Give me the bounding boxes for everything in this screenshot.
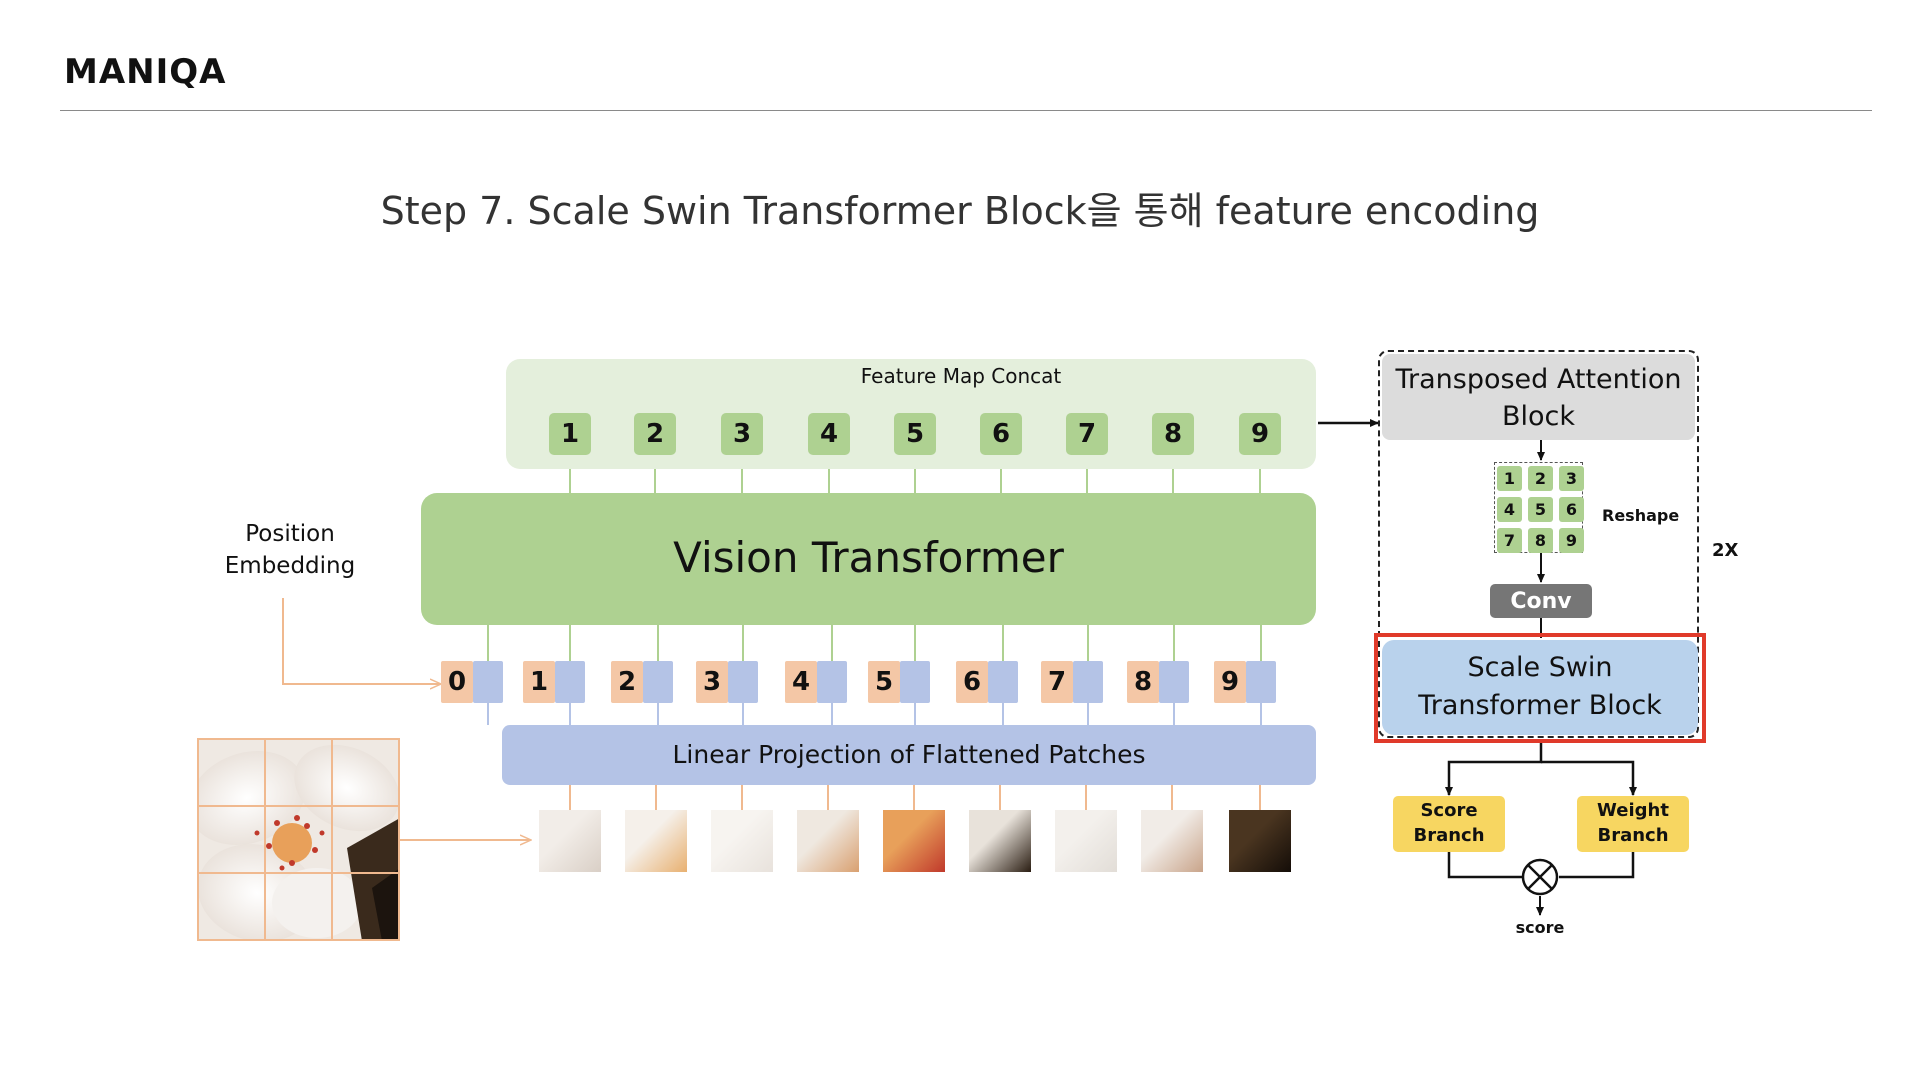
concat-token: 7 bbox=[1066, 413, 1108, 455]
reshape-grid-cell: 4 bbox=[1497, 497, 1522, 522]
patch-embedding-token bbox=[473, 661, 503, 703]
image-patch bbox=[797, 810, 859, 872]
linear-projection-label: Linear Projection of Flattened Patches bbox=[672, 740, 1146, 769]
reshape-grid-cell: 3 bbox=[1559, 466, 1584, 491]
concat-token: 4 bbox=[808, 413, 850, 455]
position-index-token: 6 bbox=[956, 661, 988, 703]
concat-token: 8 bbox=[1152, 413, 1194, 455]
patch-embedding-token bbox=[555, 661, 585, 703]
page-header-title: MANIQA bbox=[64, 52, 227, 92]
patch-embedding-token bbox=[1246, 661, 1276, 703]
concat-token: 2 bbox=[634, 413, 676, 455]
scale-swin-transformer-block-box bbox=[1382, 640, 1698, 735]
concat-token: 5 bbox=[894, 413, 936, 455]
transposed-attention-block-box bbox=[1382, 354, 1695, 440]
reshape-grid-cell: 8 bbox=[1528, 528, 1553, 553]
image-patch bbox=[1055, 810, 1117, 872]
position-index-token: 9 bbox=[1214, 661, 1246, 703]
reshape-grid-cell: 7 bbox=[1497, 528, 1522, 553]
concat-token: 6 bbox=[980, 413, 1022, 455]
highlight-frame bbox=[1374, 633, 1706, 743]
patch-embedding-token bbox=[817, 661, 847, 703]
score-label: score bbox=[1515, 918, 1565, 937]
concat-token: 9 bbox=[1239, 413, 1281, 455]
patch-embedding-token bbox=[728, 661, 758, 703]
reshape-grid-cell: 9 bbox=[1559, 528, 1584, 553]
image-patch bbox=[625, 810, 687, 872]
input-flower-image bbox=[197, 738, 400, 941]
concat-token: 3 bbox=[721, 413, 763, 455]
weight-branch: Weight Branch bbox=[1577, 796, 1689, 852]
feature-map-concat-label: Feature Map Concat bbox=[860, 364, 1062, 388]
reshape-grid-cell: 5 bbox=[1528, 497, 1553, 522]
image-patch bbox=[1141, 810, 1203, 872]
image-patch bbox=[711, 810, 773, 872]
linear-projection-box bbox=[502, 725, 1316, 785]
position-embedding-label: Position Embedding bbox=[224, 521, 356, 579]
conv-label: Conv bbox=[1510, 589, 1572, 614]
position-index-token: 7 bbox=[1041, 661, 1073, 703]
patch-embedding-token bbox=[1159, 661, 1189, 703]
repeat-count-label: 2X bbox=[1712, 540, 1739, 561]
image-patch bbox=[883, 810, 945, 872]
score-branch: Score Branch bbox=[1393, 796, 1505, 852]
position-index-token: 5 bbox=[868, 661, 900, 703]
position-index-token: 0 bbox=[441, 661, 473, 703]
patch-embedding-token bbox=[988, 661, 1018, 703]
image-patch bbox=[969, 810, 1031, 872]
image-patch bbox=[1229, 810, 1291, 872]
slide-title: Step 7. Scale Swin Transformer Block을 통해… bbox=[380, 189, 1540, 233]
reshape-grid-cell: 6 bbox=[1559, 497, 1584, 522]
conv-box bbox=[1490, 584, 1592, 618]
position-index-token: 8 bbox=[1127, 661, 1159, 703]
multiply-icon bbox=[1521, 858, 1559, 896]
transposed-attention-block-label: Transposed Attention Block bbox=[1395, 364, 1682, 432]
patch-embedding-token bbox=[900, 661, 930, 703]
image-patch bbox=[539, 810, 601, 872]
concat-token: 1 bbox=[549, 413, 591, 455]
scale-swin-transformer-block-label: Scale Swin Transformer Block bbox=[1418, 652, 1662, 721]
patch-embedding-token bbox=[1073, 661, 1103, 703]
position-embedding-arrow bbox=[282, 598, 440, 684]
position-index-token: 4 bbox=[785, 661, 817, 703]
reshape-grid-cell: 2 bbox=[1528, 466, 1553, 491]
repeat-block-outline bbox=[1378, 350, 1699, 738]
reshape-label: Reshape bbox=[1602, 506, 1680, 525]
position-index-token: 2 bbox=[611, 661, 643, 703]
position-index-token: 3 bbox=[696, 661, 728, 703]
header-divider bbox=[60, 110, 1872, 111]
position-index-token: 1 bbox=[523, 661, 555, 703]
vision-transformer-box bbox=[421, 493, 1316, 625]
patch-embedding-token bbox=[643, 661, 673, 703]
reshape-grid-cell: 1 bbox=[1497, 466, 1522, 491]
vision-transformer-label: Vision Transformer bbox=[673, 533, 1064, 582]
